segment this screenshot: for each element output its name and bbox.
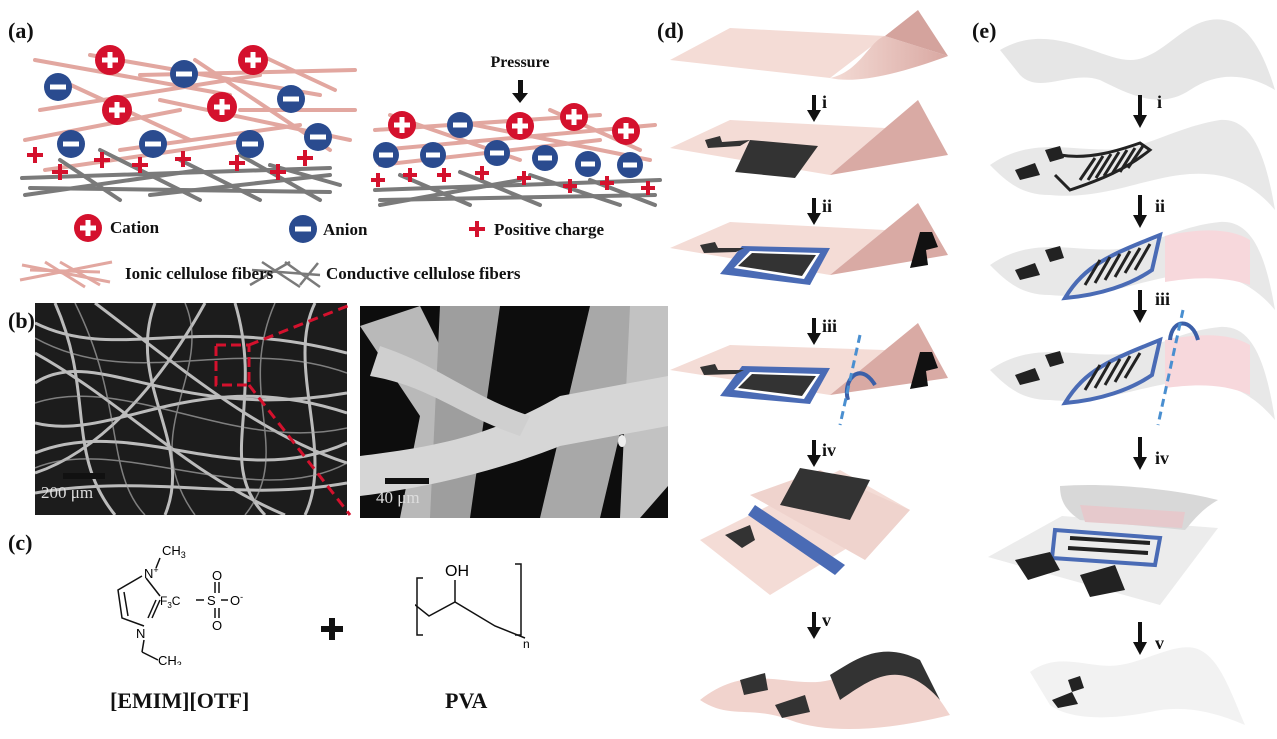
scale-bar-low-mag bbox=[63, 473, 105, 479]
e-arrow-i-icon bbox=[1133, 95, 1147, 128]
ionic-fiber-legend-icon bbox=[19, 260, 113, 289]
d-step-ii: ii bbox=[822, 196, 833, 216]
scale-label-low-mag: 200 μm bbox=[41, 483, 94, 502]
sem-image-low-mag: 200 μm bbox=[35, 303, 347, 515]
zoom-indicator bbox=[214, 303, 352, 516]
e-step-v: v bbox=[1155, 633, 1164, 653]
panel-e-label: (e) bbox=[972, 18, 997, 43]
panel-b-label: (b) bbox=[8, 308, 35, 333]
panel-a-schematic bbox=[19, 45, 662, 289]
e-stage-electrode bbox=[990, 119, 1275, 210]
chem-f3c: F3C bbox=[160, 594, 181, 610]
sem-image-high-mag: 40 μm bbox=[360, 306, 668, 518]
d-stage-bent bbox=[700, 651, 950, 730]
positive-charge-legend-icon bbox=[469, 221, 485, 237]
d-step-i: i bbox=[822, 92, 828, 112]
pva-oh: OH bbox=[445, 563, 469, 580]
e-arrow-iv-icon bbox=[1133, 437, 1147, 470]
d-arrows bbox=[807, 95, 821, 639]
zoom-region-box bbox=[214, 343, 251, 387]
d-step-v: v bbox=[822, 610, 831, 630]
fold-arc-icon bbox=[844, 371, 877, 401]
pressure-arrow-icon bbox=[512, 80, 528, 103]
cation-legend-icon bbox=[74, 214, 102, 242]
compound-emim-otf-name: [EMIM][OTF] bbox=[110, 688, 250, 713]
anions-right bbox=[373, 112, 643, 178]
cations-left bbox=[95, 45, 268, 125]
panel-c-label: (c) bbox=[8, 530, 33, 555]
scale-bar-high-mag bbox=[385, 478, 429, 484]
d-stage-assembled bbox=[700, 468, 910, 595]
legend-positive-charge-label: Positive charge bbox=[494, 220, 604, 239]
e-arrow-iii-icon bbox=[1133, 290, 1147, 323]
sem-fiber-closeup bbox=[360, 306, 668, 518]
panel-a-label: (a) bbox=[8, 18, 34, 43]
sem-fiber-texture bbox=[35, 303, 347, 515]
d-stage-frame bbox=[670, 203, 948, 285]
conductive-fibers-right bbox=[373, 170, 662, 207]
legend-conductive-fibers-label: Conductive cellulose fibers bbox=[326, 264, 521, 283]
chem-o-top: O bbox=[212, 568, 222, 583]
e-step-iv: iv bbox=[1155, 448, 1170, 468]
chem-o-minus: O- bbox=[230, 592, 243, 608]
e-step-i: i bbox=[1157, 92, 1163, 112]
pressure-label: Pressure bbox=[490, 54, 550, 71]
e-stage-substrate bbox=[1000, 19, 1275, 100]
d-arrow-i-icon bbox=[807, 95, 821, 122]
fold-axis-line bbox=[838, 334, 862, 426]
legend-anion-label: Anion bbox=[323, 220, 368, 239]
d-step-iv: iv bbox=[822, 440, 837, 460]
d-arrow-iv-icon bbox=[807, 440, 821, 467]
d-arrow-v-icon bbox=[807, 612, 821, 639]
e-stage-frame bbox=[990, 221, 1275, 310]
emim-otf-structure: CH3 N+ N CH3 F3C S O O O- bbox=[117, 543, 243, 665]
e-stage-bent bbox=[1030, 647, 1245, 725]
d-stage-fold bbox=[670, 323, 948, 426]
chem-n-plus: N+ bbox=[144, 565, 159, 581]
chem-ch3-top: CH3 bbox=[162, 543, 186, 560]
panel-d-process bbox=[670, 10, 950, 730]
plus-sign-icon bbox=[321, 618, 343, 640]
legend-ionic-fibers-label: Ionic cellulose fibers bbox=[125, 264, 274, 283]
d-stage-electrode bbox=[670, 100, 948, 178]
chem-ch3-bottom: CH3 bbox=[158, 653, 182, 665]
e-fold-arc-icon bbox=[1168, 321, 1200, 341]
pva-structure: OH n bbox=[415, 563, 530, 650]
conductive-fiber-legend-icon bbox=[249, 260, 321, 289]
anions-left bbox=[44, 60, 332, 158]
d-step-iii: iii bbox=[822, 316, 838, 336]
e-stage-assembled bbox=[988, 484, 1218, 605]
d-arrow-iii-icon bbox=[807, 318, 821, 345]
scale-label-high-mag: 40 μm bbox=[376, 488, 420, 507]
panel-e-process bbox=[988, 19, 1275, 725]
d-arrow-ii-icon bbox=[807, 198, 821, 225]
panel-d-label: (d) bbox=[657, 18, 684, 43]
chem-n: N bbox=[136, 626, 145, 641]
e-step-ii: ii bbox=[1155, 196, 1166, 216]
zoom-connector-bottom bbox=[247, 384, 352, 516]
e-arrow-v-icon bbox=[1133, 622, 1147, 655]
e-interdigitated-electrode-icon bbox=[1078, 145, 1145, 181]
chem-s: S bbox=[207, 593, 216, 608]
zoom-connector-top bbox=[248, 303, 351, 347]
compound-pva-name: PVA bbox=[445, 688, 488, 713]
e-stage-fold bbox=[990, 309, 1275, 426]
e-arrow-ii-icon bbox=[1133, 195, 1147, 228]
positive-charges-left bbox=[27, 147, 313, 180]
e-step-iii: iii bbox=[1155, 289, 1171, 309]
positive-charges-right bbox=[371, 166, 655, 195]
e-arrows bbox=[1133, 95, 1147, 655]
anion-legend-icon bbox=[289, 215, 317, 243]
d-stage-substrate bbox=[670, 10, 948, 80]
pva-n: n bbox=[523, 637, 530, 650]
cations-right bbox=[388, 103, 640, 145]
chem-o-bottom: O bbox=[212, 618, 222, 633]
legend-cation-label: Cation bbox=[110, 218, 160, 237]
e-fold-axis-line bbox=[1156, 309, 1185, 426]
